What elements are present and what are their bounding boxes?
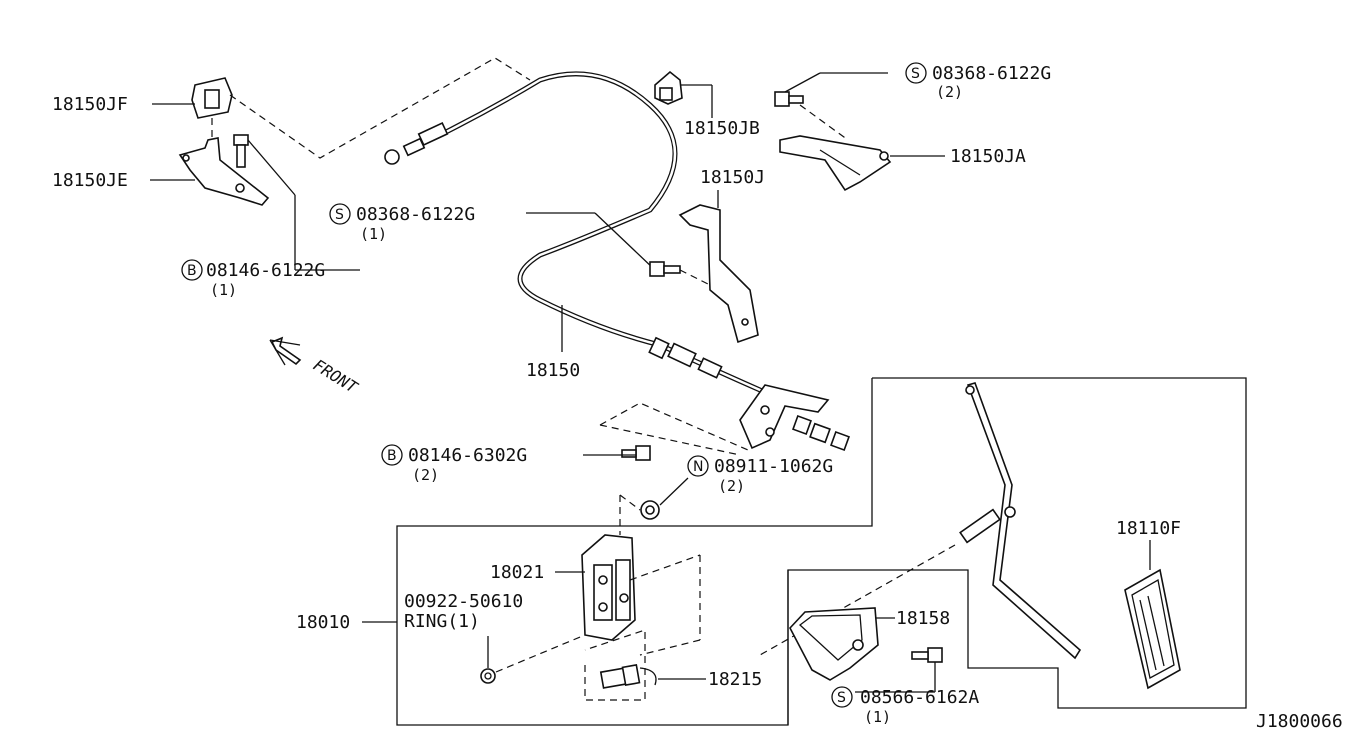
label-nut-code: 08911-1062G — [714, 456, 833, 477]
label-18150JF: 18150JF — [52, 94, 128, 115]
label-bolt2-code: 08146-6302G — [408, 445, 527, 466]
label-18150JE: 18150JE — [52, 170, 128, 191]
label-ring-text: RING(1) — [404, 611, 480, 632]
label-screw3-qty: (1) — [864, 708, 891, 726]
pedal-upper-bracket — [739, 384, 850, 451]
prefix-circle-S1 — [329, 203, 351, 225]
label-screw2-qty: (2) — [936, 83, 963, 101]
label-bolt1-code: 08146-6122G — [206, 260, 325, 281]
bracket-18158-part — [789, 607, 879, 681]
label-screw1-qty: (1) — [360, 225, 387, 243]
pedal-arm — [965, 382, 1082, 660]
prefix-circle-B1 — [181, 259, 203, 281]
label-18150JA: 18150JA — [950, 146, 1026, 167]
label-ring-code: 00922-50610 — [404, 591, 523, 612]
label-18150JB: 18150JB — [684, 118, 760, 139]
label-bolt1-qty: (1) — [210, 281, 237, 299]
bolt1-prefix: B — [187, 263, 197, 279]
screw1-prefix: S — [335, 207, 344, 223]
prefix-circle-S3 — [831, 686, 853, 708]
label-screw3-code: 08566-6162A — [860, 687, 979, 708]
cable-end-fitting — [384, 122, 449, 165]
pedal-pin — [959, 506, 1016, 544]
label-18215: 18215 — [708, 669, 762, 690]
label-18110F: 18110F — [1116, 518, 1181, 539]
label-screw1-code: 08368-6122G — [356, 204, 475, 225]
clip-18150JF-part — [191, 77, 233, 119]
label-nut-qty: (2) — [718, 477, 745, 495]
bolt-08146-6302G-part — [621, 445, 651, 461]
screw-08368-6122G-part — [649, 261, 681, 277]
bolt-08146-6122G-part — [233, 134, 249, 168]
nut-08911-1062G-part — [640, 500, 660, 520]
nut-prefix: N — [693, 459, 703, 475]
front-arrow-icon — [269, 336, 302, 366]
bushing-18215-part — [599, 663, 657, 689]
bracket-18150JA-part — [779, 135, 892, 192]
bracket-18150J-part — [678, 204, 759, 344]
screw-08368-6122G-2-part — [774, 91, 804, 107]
clip-18150JB-part — [654, 70, 683, 105]
diagram-id: J1800066 — [1256, 711, 1343, 732]
assembly-outline — [396, 377, 1247, 726]
label-18010: 18010 — [296, 612, 350, 633]
prefix-circle-B2 — [381, 444, 403, 466]
front-label: FRONT — [310, 355, 362, 397]
label-bolt2-qty: (2) — [412, 466, 439, 484]
screw2-prefix: S — [911, 66, 920, 82]
screw-08566-6162A-part — [911, 647, 943, 663]
ring-part — [480, 668, 496, 684]
prefix-circle-N — [687, 455, 709, 477]
label-18150J: 18150J — [700, 167, 765, 188]
label-18150: 18150 — [526, 360, 580, 381]
bolt2-prefix: B — [387, 448, 397, 464]
label-18021: 18021 — [490, 562, 544, 583]
bracket-18150JE-part — [178, 137, 270, 206]
cable-adjuster — [648, 336, 723, 379]
label-18158: 18158 — [896, 608, 950, 629]
prefix-circle-S2 — [905, 62, 927, 84]
pedal-pad-18110F-part — [1124, 568, 1181, 690]
label-screw2-code: 08368-6122G — [932, 63, 1051, 84]
housing-18021-part — [581, 534, 636, 641]
screw3-prefix: S — [837, 690, 846, 706]
